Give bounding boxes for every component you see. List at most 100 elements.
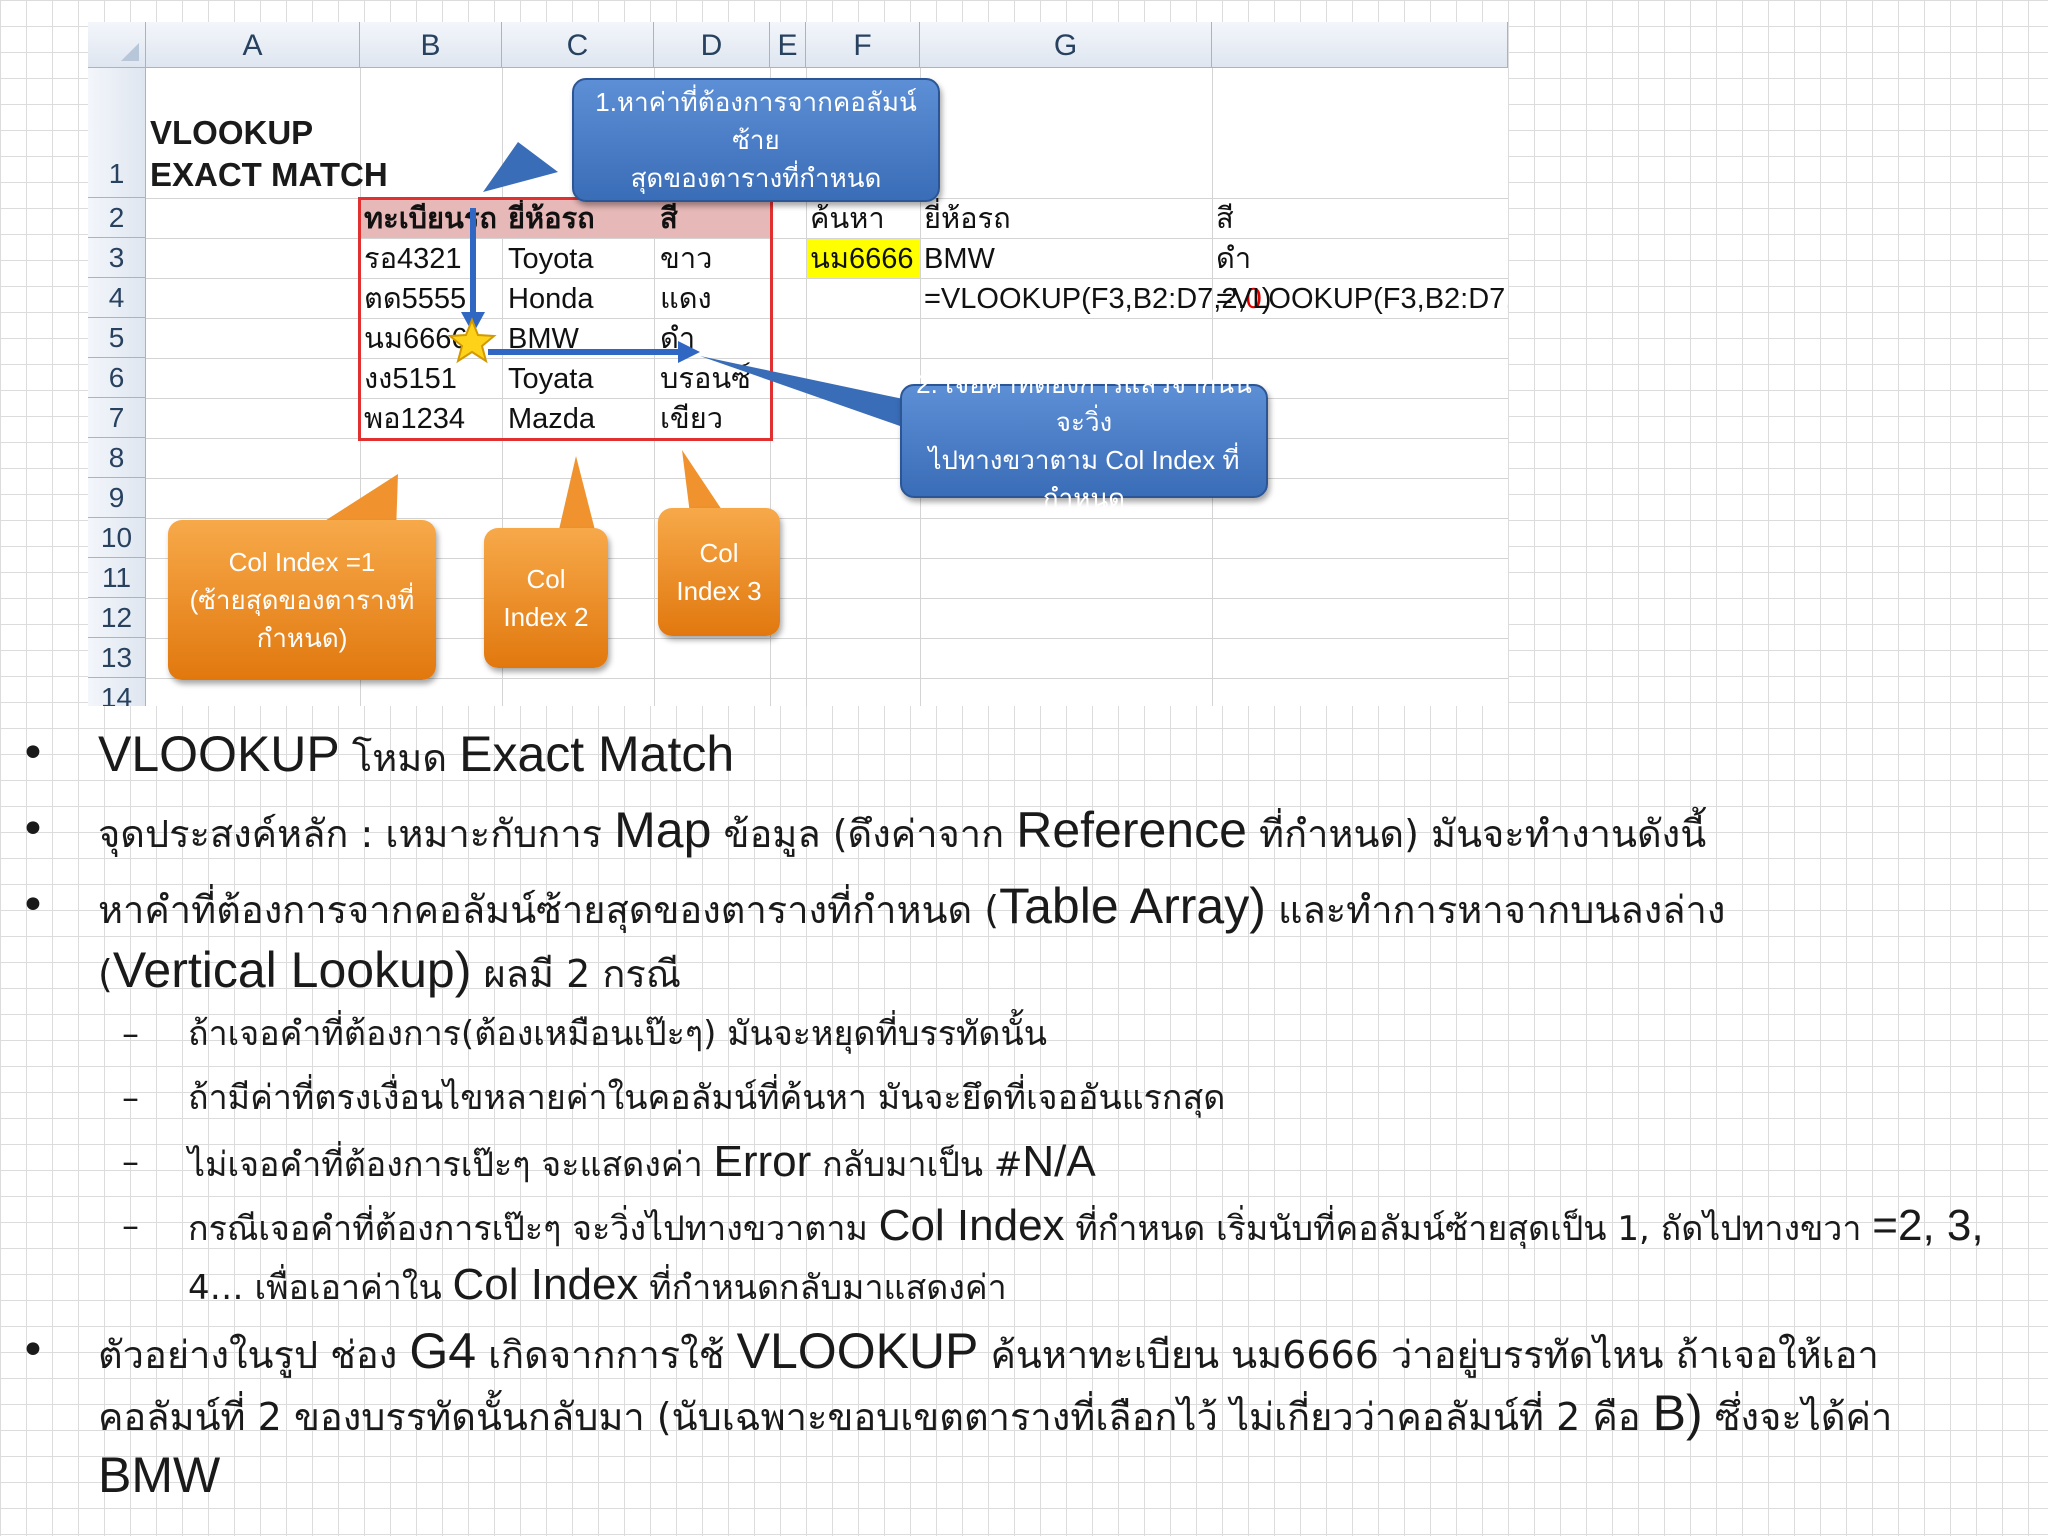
column-header-h <box>1212 22 1508 68</box>
table-cell: งง5151 <box>364 363 457 395</box>
lookup-header-color: สี <box>1216 203 1234 235</box>
sub-bullet-dash: – <box>122 1078 139 1118</box>
bullet-4-text: ค้นหาทะเบียน นม6666 ว่าอยู่บรรทัดไหน ถ้า… <box>978 1333 1879 1377</box>
sub-bullet-4-text: กรณีเจอคำที่ต้องการเป๊ะๆ จะวิ่งไปทางขวาต… <box>188 1209 879 1249</box>
bullet-4-vlookup: VLOOKUP <box>736 1323 979 1379</box>
row-header-8: 8 <box>88 438 146 478</box>
lookup-value-highlight <box>807 239 920 278</box>
sub-bullet-4: – กรณีเจอคำที่ต้องการเป๊ะๆ จะวิ่งไปทางขว… <box>122 1198 2008 1316</box>
column-header-g: G <box>920 22 1212 68</box>
gridline <box>146 358 1508 359</box>
bullet-4-text: ซึ่งจะได้ค่า <box>1702 1395 1893 1439</box>
bullet-4-col-b: B) <box>1652 1385 1703 1441</box>
bullet-1-text: โหมด <box>339 736 460 780</box>
sub-bullet-4-col-index: Col Index <box>452 1260 639 1309</box>
gridline <box>146 478 1508 479</box>
bullet-dot: • <box>20 880 46 931</box>
spreadsheet-screenshot: A B C D E F G 1 2 3 4 5 6 7 8 9 10 11 12… <box>88 22 1508 706</box>
bullet-4: • ตัวอย่างในรูป ช่อง G4 เกิดจากการใช้ VL… <box>20 1322 1998 1508</box>
bullet-2-text: ที่กำหนด) มันจะทำงานดังนี้ <box>1246 812 1707 856</box>
bullet-4-text: ตัวอย่างในรูป ช่อง <box>98 1333 410 1377</box>
row-header-13: 13 <box>88 638 146 678</box>
gridline <box>146 438 1508 439</box>
bullet-2: • จุดประสงค์หลัก : เหมาะกับการ Map ข้อมู… <box>20 800 1707 864</box>
gridline <box>502 68 503 706</box>
bullet-2-text: ข้อมูล (ดึงค่าจาก <box>711 812 1017 856</box>
callout-step1: 1.หาค่าที่ต้องการจากคอลัมน์ซ้ายสุดของตาร… <box>572 78 940 202</box>
callout-col-index-1: Col Index =1(ซ้ายสุดของตารางที่กำหนด) <box>168 520 436 680</box>
column-header-b: B <box>360 22 502 68</box>
callout-step2-line2: ไปทางขวาตาม Col Index ที่กำหนด <box>928 445 1240 513</box>
table-header-brand: ยี่ห้อรถ <box>508 203 595 235</box>
sub-bullet-4-numbers: =2, 3, <box>1872 1201 1984 1250</box>
sub-bullet-3: – ไม่เจอคำที่ต้องการเป๊ะๆ จะแสดงค่า Erro… <box>122 1132 1096 1195</box>
sub-bullet-4-col-index: Col Index <box>878 1201 1065 1250</box>
table-cell: Toyota <box>508 243 594 275</box>
bullet-3-text: หาคำที่ต้องการจากคอลัมน์ซ้ายสุดของตารางท… <box>98 888 1000 932</box>
table-cell: แดง <box>660 283 712 315</box>
match-star-icon <box>447 317 497 364</box>
sub-bullet-2: – ถ้ามีค่าที่ตรงเงื่อนไขหลายค่าในคอลัมน์… <box>122 1068 1226 1128</box>
sub-bullet-3-text: กลับมาเป็น # <box>811 1145 1023 1185</box>
sub-bullet-1: – ถ้าเจอคำที่ต้องการ(ต้องเหมือนเป๊ะๆ) มั… <box>122 1004 1047 1064</box>
bullet-3: • หาคำที่ต้องการจากคอลัมน์ซ้ายสุดของตารา… <box>20 876 1958 1004</box>
callout-col2-line1: Col <box>526 564 566 594</box>
bullet-2-reference: Reference <box>1016 802 1247 858</box>
table-cell: พอ1234 <box>364 403 466 435</box>
lookup-result-color: ดำ <box>1216 243 1252 275</box>
bullet-dot: • <box>20 728 46 779</box>
column-header-d: D <box>654 22 770 68</box>
annotation-arrows <box>320 142 908 534</box>
column-header-a: A <box>146 22 360 68</box>
col2-callout-tail <box>558 456 596 534</box>
sub-bullet-3-error: Error <box>713 1137 812 1186</box>
gridline <box>654 68 655 706</box>
sub-bullet-1-text: ถ้าเจอคำที่ต้องการ(ต้องเหมือนเป๊ะๆ) มันจ… <box>188 1014 1047 1054</box>
sub-bullet-2-text: ถ้ามีค่าที่ตรงเงื่อนไขหลายค่าในคอลัมน์ที… <box>188 1078 1226 1118</box>
formula-h4: =VLOOKUP(F3,B2:D7,3,0) <box>1216 280 1508 318</box>
formula-g4: =VLOOKUP(F3,B2:D7,2,0) <box>924 280 1271 318</box>
gridline <box>146 238 1508 239</box>
row-header-6: 6 <box>88 358 146 398</box>
formula-g4-text: =VLOOKUP(F3,B2:D7,2, <box>924 283 1246 315</box>
col3-callout-tail <box>682 450 722 514</box>
row-header-3: 3 <box>88 238 146 278</box>
row-header-4: 4 <box>88 278 146 318</box>
bullet-3-text: ผลมี 2 กรณี <box>471 952 682 996</box>
bullet-1-mode: Exact Match <box>459 726 735 782</box>
bullet-dot: • <box>20 1325 46 1376</box>
table-header-color: สี <box>660 203 678 235</box>
table-cell: นม6666 <box>364 323 468 355</box>
callout-step1-line2: สุดของตารางที่กำหนด <box>630 163 882 193</box>
row-header-14: 14 <box>88 678 146 706</box>
sub-bullet-4-text: ที่กำหนดกลับมาแสดงค่า <box>638 1268 1007 1308</box>
gridline <box>146 598 1508 599</box>
table-cell: Mazda <box>508 403 596 435</box>
sub-bullet-dash: – <box>122 1142 139 1182</box>
callout-col3-line1: Col <box>699 538 739 568</box>
bullet-dot: • <box>20 804 46 855</box>
sub-bullet-dash: – <box>122 1206 139 1246</box>
formula-g4-zero: 0 <box>1245 283 1262 315</box>
table-cell: Toyata <box>508 363 594 395</box>
row-header-2: 2 <box>88 198 146 238</box>
formula-g4-close: ) <box>1261 283 1272 315</box>
bullet-3-paren: ( <box>98 952 113 996</box>
bullet-3-vertical-lookup: Vertical Lookup) <box>112 942 472 998</box>
table-cell: Honda <box>508 283 594 315</box>
gridline <box>146 638 1508 639</box>
table-cell: ตด5555 <box>364 283 467 315</box>
bullet-2-map: Map <box>614 802 712 858</box>
bullet-4-text: เกิดจากการใช้ <box>476 1333 737 1377</box>
table-header-fill <box>360 199 770 238</box>
sheet-title-line1: VLOOKUP <box>150 114 314 151</box>
bullet-4-text: คอลัมน์ที่ 2 ของบรรทัดนั้นกลับมา (นับเฉพ… <box>98 1395 1653 1439</box>
gridline <box>146 518 1508 519</box>
callout-col3-line2: Index 3 <box>676 576 762 606</box>
row-header-11: 11 <box>88 558 146 598</box>
row-header-12: 12 <box>88 598 146 638</box>
sub-bullet-dash: – <box>122 1014 139 1054</box>
callout-step1-line1: 1.หาค่าที่ต้องการจากคอลัมน์ซ้าย <box>595 87 917 155</box>
